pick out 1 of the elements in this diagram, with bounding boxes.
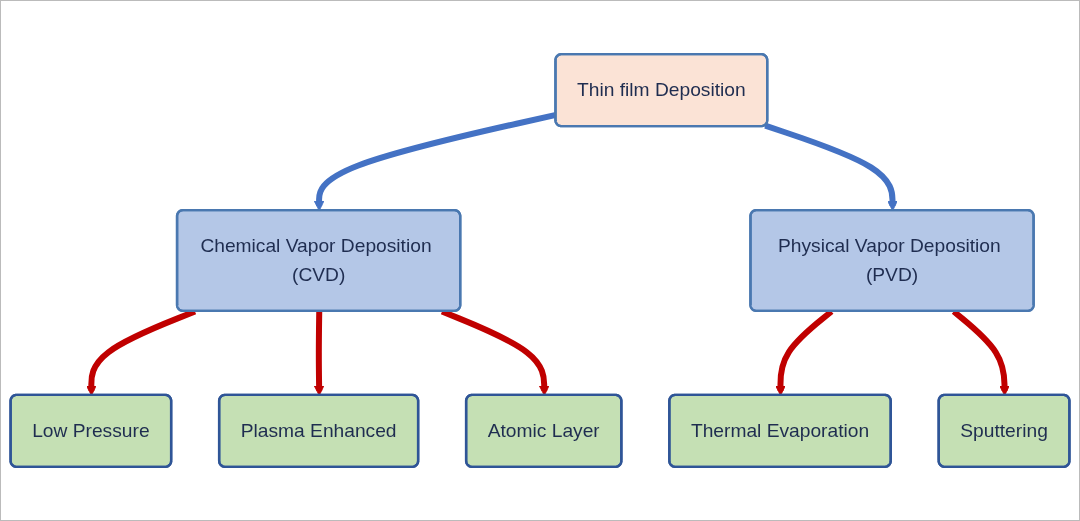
arrow (313, 111, 557, 212)
